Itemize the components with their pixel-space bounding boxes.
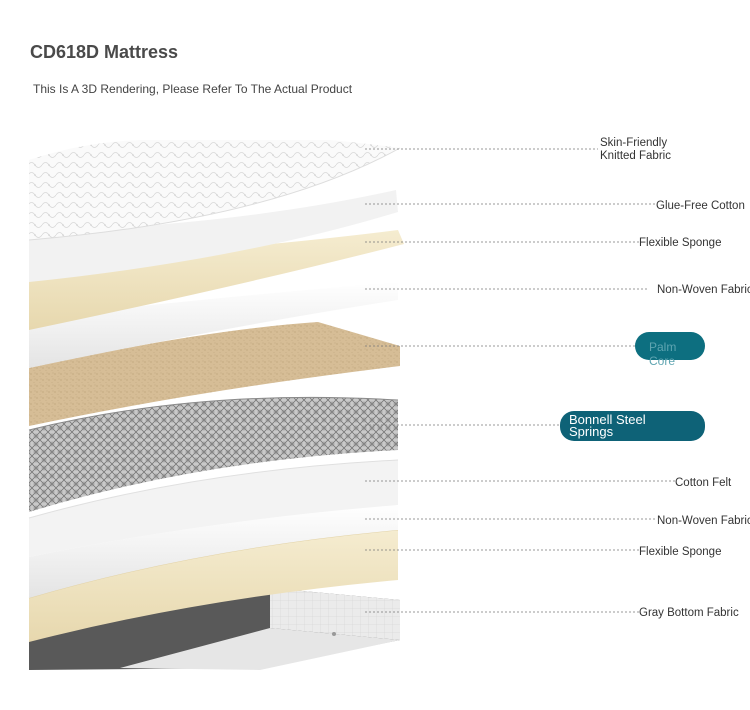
layer-nonwoven-bottom [29, 505, 398, 598]
label-bonnell-springs: Bonnell Steel Springs [569, 412, 646, 439]
layer-sponge-top [29, 230, 404, 330]
layer-cotton-felt [28, 459, 399, 557]
label-skin-friendly-fabric: Skin-Friendly Knitted Fabric [600, 137, 671, 162]
label-flexible-sponge-bottom: Flexible Sponge [639, 546, 722, 558]
disclaimer-text: This Is A 3D Rendering, Please Refer To … [33, 82, 353, 96]
layer-skin-fabric [28, 140, 401, 241]
layer-glue-free-cotton [29, 190, 398, 282]
layer-palm-core [29, 322, 400, 426]
highlight-pill-springs: Bonnell Steel Springs [560, 411, 705, 441]
highlight-pill-palm-core: Palm Core [635, 332, 705, 368]
layer-bonnell-springs [28, 396, 399, 512]
label-non-woven-fabric-top: Non-Woven Fabric [657, 284, 750, 296]
label-palm-core: Palm Core [649, 340, 677, 368]
label-flexible-sponge-top: Flexible Sponge [639, 237, 722, 249]
layer-nonwoven-top [29, 282, 398, 368]
label-non-woven-fabric-bottom: Non-Woven Fabric [657, 515, 750, 527]
page-title: CD618D Mattress [30, 42, 179, 62]
layer-bottom-fabric [29, 588, 400, 670]
label-glue-free-cotton: Glue-Free Cotton [656, 200, 745, 212]
label-gray-bottom-fabric: Gray Bottom Fabric [639, 607, 739, 619]
label-cotton-felt: Cotton Felt [675, 477, 732, 489]
leader-lines [365, 148, 675, 613]
